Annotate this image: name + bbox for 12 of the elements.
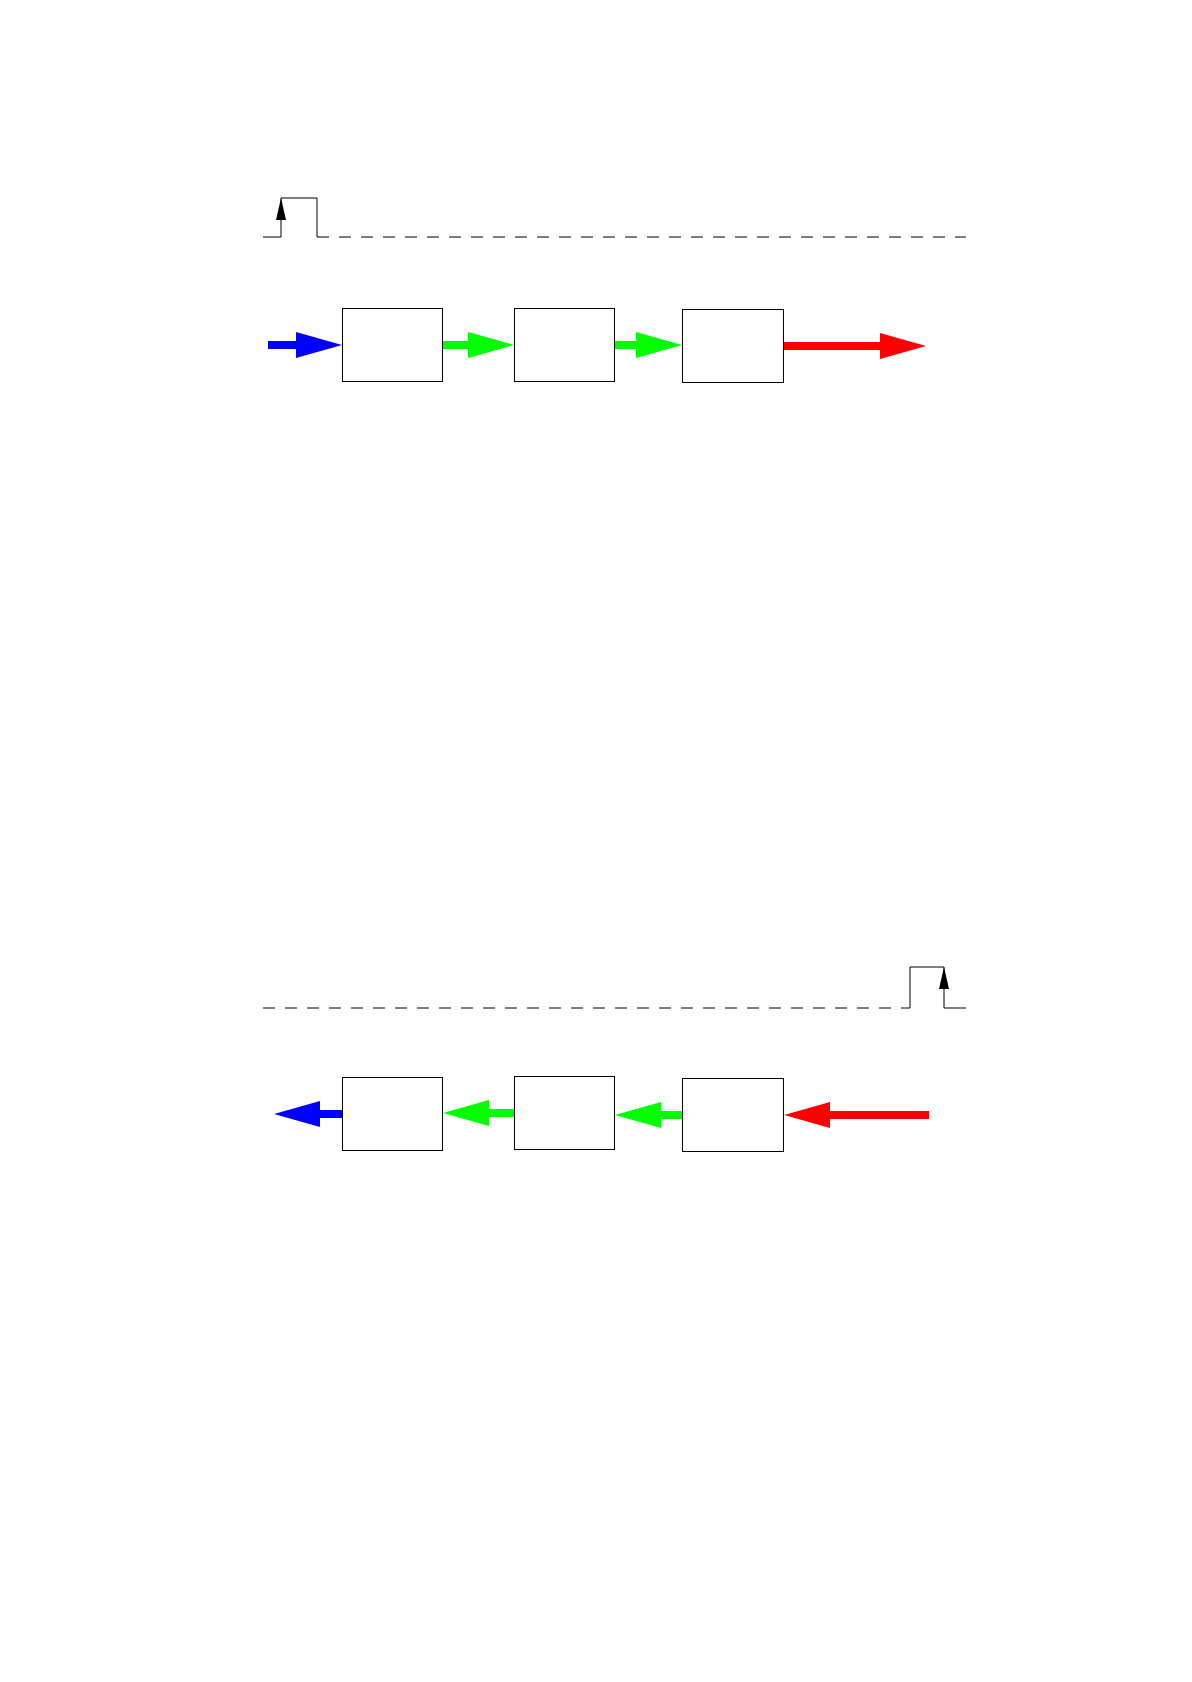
arrow (784, 333, 926, 359)
arrow (443, 1100, 514, 1126)
process-box (514, 308, 615, 382)
process-box (682, 1078, 784, 1152)
arrow (274, 1101, 342, 1127)
process-box (342, 1077, 443, 1151)
process-box (682, 309, 784, 383)
process-box (514, 1076, 615, 1150)
arrow (615, 1102, 682, 1128)
arrow (615, 332, 682, 358)
arrow (443, 332, 514, 358)
process-box (342, 308, 443, 382)
